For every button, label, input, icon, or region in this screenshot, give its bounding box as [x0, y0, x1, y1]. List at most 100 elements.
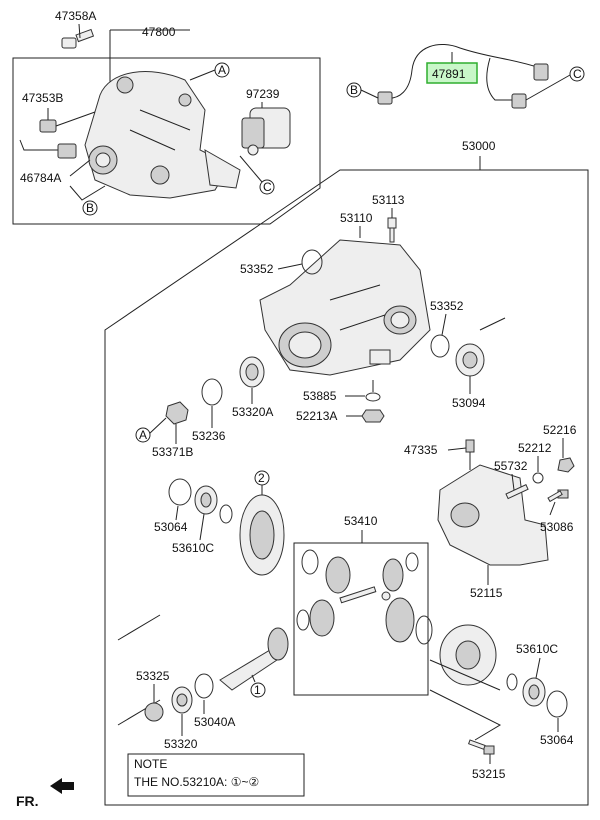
label-47800: 47800	[142, 25, 176, 39]
note-box	[127, 753, 305, 797]
label-53110: 53110	[340, 211, 373, 225]
bolt-53113-icon	[387, 217, 397, 243]
label-52216: 52216	[543, 423, 577, 437]
label-52115: 52115	[470, 586, 503, 600]
wiring-harness-47891-icon	[377, 44, 549, 109]
label-53064-right: 53064	[540, 733, 574, 747]
label-53610C-left: 53610C	[172, 541, 214, 555]
label-47891: 47891	[432, 67, 466, 81]
bearing-53610C-left-icon	[194, 485, 218, 515]
label-53610C-right: 53610C	[516, 642, 558, 656]
differential-carrier-53110-icon	[259, 239, 431, 376]
leader-case-bolt	[429, 659, 502, 741]
label-52213A: 52213A	[296, 409, 337, 423]
leader-53352-right-ext	[479, 317, 506, 331]
label-97239: 97239	[246, 87, 280, 101]
plug-52216-icon	[557, 457, 575, 473]
bearing-53320A-icon	[239, 356, 265, 388]
label-55732: 55732	[494, 459, 528, 473]
label-53000: 53000	[462, 139, 496, 153]
label-53040A: 53040A	[194, 715, 235, 729]
leader-callout-a-top	[189, 69, 216, 81]
leader-53610C-left	[199, 513, 205, 541]
label-53885: 53885	[303, 389, 337, 403]
callout-a-top	[214, 62, 230, 78]
connector-46784A-icon	[19, 139, 77, 159]
front-label: FR.	[16, 793, 39, 809]
nut-53371B-icon	[165, 401, 189, 425]
leader-callout-c-harness	[525, 74, 571, 101]
callout-b-harness	[346, 82, 362, 98]
callout-a-lower-letter: A	[139, 428, 147, 442]
label-53236: 53236	[192, 429, 226, 443]
seal-53352-left-icon	[301, 249, 323, 275]
callout-b-left	[82, 200, 98, 216]
bolt-53086-icon	[547, 489, 569, 503]
transfer-case-47800-icon	[84, 71, 241, 199]
assembly-47800-frame	[12, 57, 321, 225]
label-53410: 53410	[344, 514, 378, 528]
leader-46784A	[69, 159, 91, 177]
shim-left-icon	[219, 504, 233, 524]
leader-47800	[109, 29, 190, 88]
spacer-53325-icon	[144, 702, 164, 722]
bearing-53320-icon	[171, 686, 193, 714]
leader-53086	[549, 501, 556, 516]
leader-53352-left	[277, 263, 303, 270]
callout-1-number: 1	[254, 683, 261, 697]
leader-callout-b-harness	[360, 89, 379, 99]
actuator-97239-icon	[241, 107, 291, 156]
callout-b-harness-letter: B	[350, 83, 358, 97]
label-53352-left: 53352	[240, 262, 274, 276]
label-46784A: 46784A	[20, 171, 61, 185]
label-53320: 53320	[164, 737, 198, 751]
callout-1	[250, 682, 266, 698]
leader-callout-c-box	[239, 155, 263, 183]
callout-b-left-letter: B	[86, 201, 94, 215]
differential-gears-53410-icon	[296, 549, 419, 643]
drive-pinion-icon	[219, 627, 289, 691]
callout-c-harness	[569, 66, 585, 82]
label-47353B: 47353B	[22, 91, 63, 105]
leader-55732	[511, 473, 515, 491]
leader-53064-left	[175, 505, 179, 521]
label-53215: 53215	[472, 767, 506, 781]
shim-53236-icon	[201, 378, 223, 406]
bearing-53610C-right-icon	[522, 677, 546, 707]
ring-gear-icon	[239, 494, 285, 576]
callout-c-box-letter: C	[263, 180, 272, 194]
pin-55732-icon	[505, 484, 529, 500]
flange-53094-icon	[455, 343, 485, 377]
breather-47335-icon	[465, 439, 475, 453]
label-53113: 53113	[372, 193, 405, 207]
differential-53410-frame	[293, 542, 429, 696]
front-arrow-icon	[50, 778, 74, 794]
seal-53064-left-icon	[168, 478, 192, 506]
washer-53885-icon	[365, 392, 381, 402]
label-53371B: 53371B	[152, 445, 193, 459]
note-title: NOTE	[134, 757, 167, 771]
callout-a-lower	[135, 427, 151, 443]
leader-53610C-right	[535, 657, 541, 679]
callout-c-harness-letter: C	[573, 67, 582, 81]
bearing-53040A-icon	[194, 673, 214, 699]
shim-right-icon	[506, 673, 518, 691]
leader-47358A	[78, 23, 81, 39]
gasket-52212-icon	[532, 472, 544, 484]
leader-53352-right	[441, 313, 447, 336]
sensor-47353B-icon	[39, 119, 57, 133]
nut-52213A-icon	[361, 409, 385, 423]
seal-53352-right-icon	[430, 334, 450, 358]
label-53325: 53325	[136, 669, 170, 683]
label-47358A: 47358A	[55, 9, 96, 23]
label-53094: 53094	[452, 396, 486, 410]
leader-47353B	[47, 108, 96, 127]
note-text: THE NO.53210A: ①~②	[134, 775, 259, 789]
leader-callout-b-left	[69, 185, 106, 201]
differential-53000-frame	[104, 169, 589, 806]
callout-c-box	[259, 179, 275, 195]
leader-47335	[447, 447, 471, 470]
callout-2-number: 2	[258, 471, 265, 485]
rear-cover-52115-icon	[437, 464, 549, 566]
leader-callout-a-lower	[148, 417, 167, 435]
